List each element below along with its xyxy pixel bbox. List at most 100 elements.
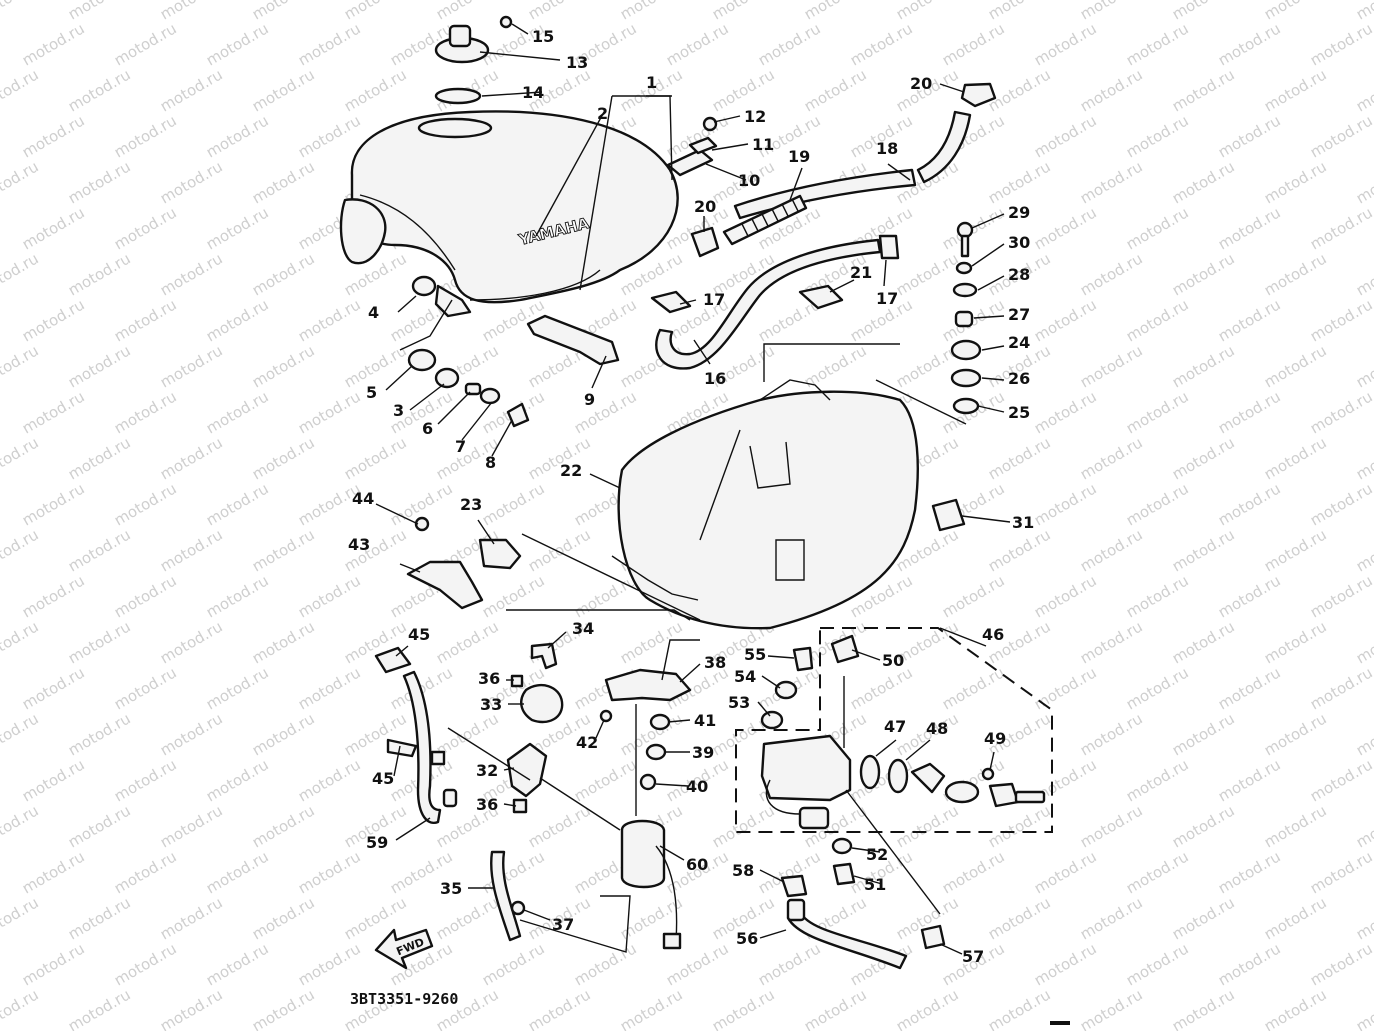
callout-35: 35 <box>440 879 462 898</box>
bracket-43 <box>406 560 484 610</box>
watermark-text: motod.ru <box>19 939 88 989</box>
watermark-text: motod.ru <box>893 985 962 1031</box>
watermark-text: motod.ru <box>249 341 318 391</box>
watermark-text: motod.ru <box>939 203 1008 253</box>
bracket-38 <box>604 668 692 702</box>
hose-35 <box>490 850 522 942</box>
callout-31: 31 <box>1012 513 1034 532</box>
watermark-text: motod.ru <box>985 801 1054 851</box>
watermark-text: motod.ru <box>19 479 88 529</box>
watermark-text: motod.ru <box>341 0 410 23</box>
clip-20-top <box>960 82 997 108</box>
watermark-text: motod.ru <box>801 0 870 23</box>
watermark-text: motod.ru <box>19 755 88 805</box>
watermark-text: motod.ru <box>1353 65 1374 115</box>
watermark-text: motod.ru <box>0 525 42 575</box>
watermark-text: motod.ru <box>157 525 226 575</box>
watermark-text: motod.ru <box>111 19 180 69</box>
watermark-text: motod.ru <box>1307 939 1374 989</box>
bolt-40 <box>639 773 657 791</box>
watermark-text: motod.ru <box>157 0 226 23</box>
watermark-text: motod.ru <box>1169 985 1238 1031</box>
watermark-text: motod.ru <box>295 387 364 437</box>
bolt-44 <box>414 516 430 532</box>
watermark-text: motod.ru <box>617 985 686 1031</box>
callout-9: 9 <box>584 390 595 409</box>
watermark-text: motod.ru <box>479 479 548 529</box>
watermark-text: motod.ru <box>341 893 410 943</box>
watermark-text: motod.ru <box>0 709 42 759</box>
watermark-text: motod.ru <box>65 0 134 23</box>
watermark-text: motod.ru <box>65 157 134 207</box>
callout-27: 27 <box>1008 305 1030 324</box>
watermark-text: motod.ru <box>1215 479 1284 529</box>
nut-51 <box>832 862 856 886</box>
rubber-31 <box>931 498 966 532</box>
watermark-text: motod.ru <box>939 663 1008 713</box>
watermark-text: motod.ru <box>249 157 318 207</box>
callout-2: 2 <box>597 104 608 123</box>
watermark-text: motod.ru <box>203 387 272 437</box>
watermark-text: motod.ru <box>1169 65 1238 115</box>
watermark-text: motod.ru <box>1031 19 1100 69</box>
watermark-text: motod.ru <box>1353 525 1374 575</box>
watermark-text: motod.ru <box>1215 19 1284 69</box>
watermark-text: motod.ru <box>1077 341 1146 391</box>
callout-16: 16 <box>704 369 726 388</box>
callout-24: 24 <box>1008 333 1030 352</box>
watermark-text: motod.ru <box>295 847 364 897</box>
watermark-text: motod.ru <box>1353 985 1374 1031</box>
clip-20-mid <box>690 226 720 258</box>
corner-mark <box>1050 1021 1070 1025</box>
watermark-text: motod.ru <box>1077 249 1146 299</box>
callout-53: 53 <box>728 693 750 712</box>
watermark-text: motod.ru <box>1307 663 1374 713</box>
watermark-text: motod.ru <box>1031 847 1100 897</box>
callout-32: 32 <box>476 761 498 780</box>
watermark-text: motod.ru <box>1123 203 1192 253</box>
callout-22: 22 <box>560 461 582 480</box>
watermark-text: motod.ru <box>1031 479 1100 529</box>
fuel-cock-assembly-frame <box>735 627 1053 833</box>
watermark-text: motod.ru <box>111 847 180 897</box>
watermark-text: motod.ru <box>1077 65 1146 115</box>
callout-19: 19 <box>788 147 810 166</box>
watermark-text: motod.ru <box>1123 847 1192 897</box>
watermark-text: motod.ru <box>157 709 226 759</box>
damper-3 <box>434 367 460 389</box>
watermark-text: motod.ru <box>1353 801 1374 851</box>
lower-tank-22 <box>617 390 919 630</box>
watermark-text: motod.ru <box>249 709 318 759</box>
watermark-text: motod.ru <box>525 985 594 1031</box>
watermark-text: motod.ru <box>1307 571 1374 621</box>
callout-34: 34 <box>572 619 594 638</box>
watermark-text: motod.ru <box>1307 847 1374 897</box>
watermark-text: motod.ru <box>1169 157 1238 207</box>
watermark-text: motod.ru <box>249 249 318 299</box>
watermark-text: motod.ru <box>985 433 1054 483</box>
watermark-text: motod.ru <box>985 893 1054 943</box>
watermark-text: motod.ru <box>1261 65 1330 115</box>
watermark-text: motod.ru <box>1031 111 1100 161</box>
watermark-text: motod.ru <box>65 709 134 759</box>
callout-48: 48 <box>926 719 948 738</box>
watermark-text: motod.ru <box>111 571 180 621</box>
watermark-text: motod.ru <box>1077 801 1146 851</box>
watermark-text: motod.ru <box>985 65 1054 115</box>
callout-4: 4 <box>368 303 379 322</box>
washer-30 <box>955 261 973 275</box>
callout-36-bottom: 36 <box>476 795 498 814</box>
callout-7: 7 <box>455 437 466 456</box>
watermark-text: motod.ru <box>19 111 88 161</box>
watermark-text: motod.ru <box>203 111 272 161</box>
watermark-text: motod.ru <box>65 65 134 115</box>
watermark-text: motod.ru <box>65 617 134 667</box>
watermark-text: motod.ru <box>939 847 1008 897</box>
watermark-text: motod.ru <box>0 893 42 943</box>
callout-13: 13 <box>566 53 588 72</box>
watermark-text: motod.ru <box>1077 709 1146 759</box>
watermark-text: motod.ru <box>1123 295 1192 345</box>
collar-27 <box>954 310 974 328</box>
watermark-text: motod.ru <box>939 295 1008 345</box>
watermark-text: motod.ru <box>709 0 778 23</box>
